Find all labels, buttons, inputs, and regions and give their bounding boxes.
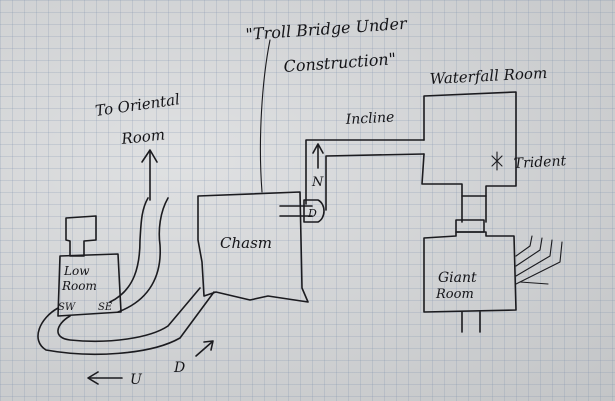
trident-mark-icon [492, 152, 502, 170]
passage-to-oriental [110, 150, 168, 312]
low-room-alcove [66, 216, 96, 256]
sw-label: SW [58, 302, 76, 313]
oriental-room-label: Room [120, 126, 166, 149]
down-label: D [173, 360, 185, 376]
giant-east-stub [520, 282, 548, 284]
chasm-label: Chasm [220, 234, 272, 252]
north-label: N [311, 175, 324, 190]
passage-low-to-chasm [38, 288, 214, 354]
giant-room-label-line2: Room [435, 287, 474, 302]
oriental-passage-right [118, 198, 168, 312]
trident-label: Trident [513, 153, 567, 172]
bottom-arrows [88, 341, 213, 384]
passage-waterfall-to-giant [456, 196, 486, 232]
giant-south-exit [462, 312, 480, 332]
down-arrow-shaft [196, 342, 212, 356]
waterfall-room [422, 92, 516, 196]
oriental-passage-left [110, 198, 148, 302]
to-oriental-label: To Oriental [94, 90, 181, 120]
incline-outer-wall [306, 140, 424, 204]
incline-passage [306, 140, 424, 210]
incline-inner-wall [326, 154, 424, 210]
low-room-label-line2: Room [61, 279, 97, 293]
waterfall-room-label: Waterfall Room [429, 64, 547, 88]
chasm-east-door [280, 200, 324, 222]
chasm-room [198, 40, 308, 302]
giant-north-door [456, 220, 484, 232]
troll-bridge-pointer [260, 40, 270, 192]
giant-north-walls [462, 196, 486, 222]
door-d-label: D [307, 207, 317, 220]
troll-bridge-label-line1: "Troll Bridge Under [245, 14, 409, 44]
up-label: U [130, 372, 143, 388]
incline-label: Incline [344, 109, 394, 128]
troll-bridge-label-line2: Construction" [283, 49, 397, 76]
giant-east-passages [516, 236, 562, 284]
waterfall-room-outline [422, 92, 516, 196]
se-label: SE [98, 302, 113, 313]
low-room-label-line1: Low [63, 264, 90, 278]
giant-room-label-line1: Giant [438, 270, 477, 286]
